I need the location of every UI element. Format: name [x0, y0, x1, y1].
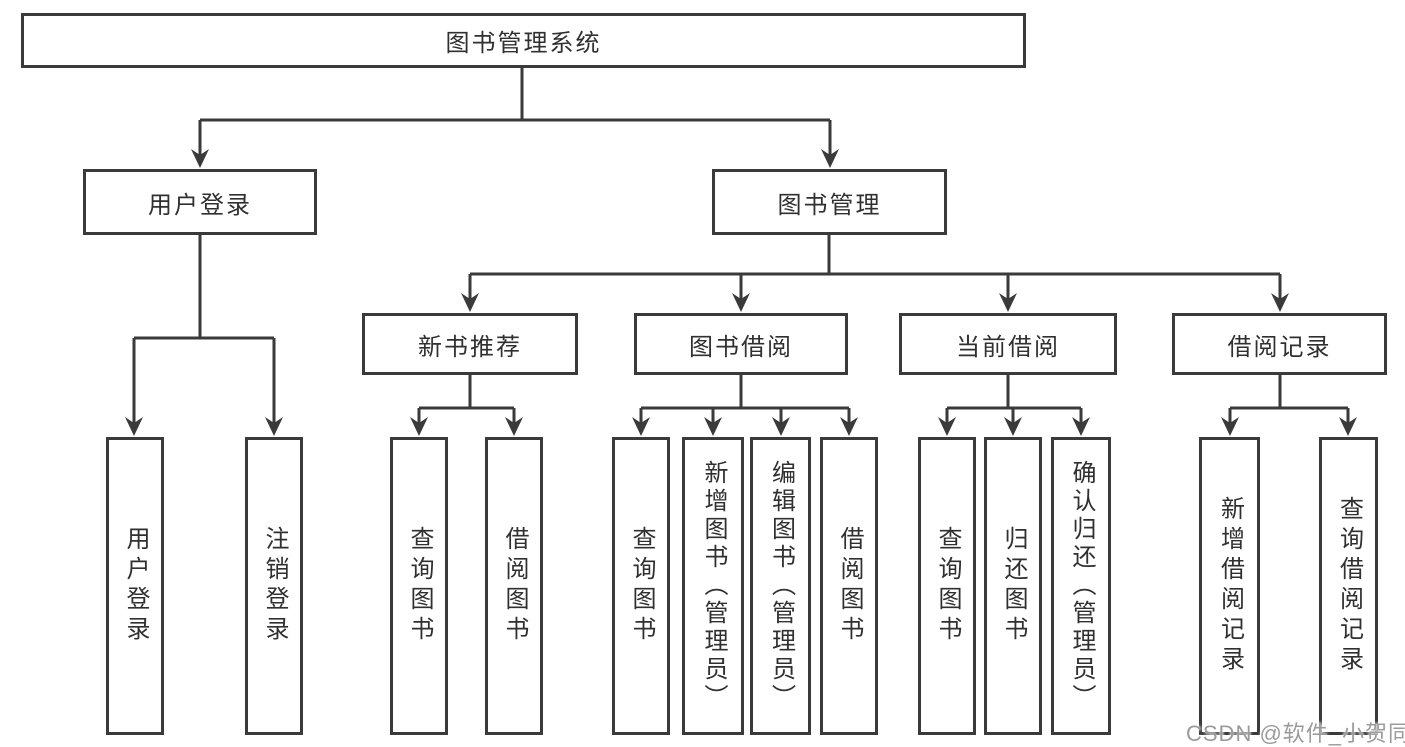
- node-book-borrow: 图书借阅: [634, 313, 848, 375]
- leaf-edit-books-label: 编辑图书（管理员）: [767, 460, 795, 712]
- node-current-borrow-label: 当前借阅: [956, 333, 1060, 361]
- leaf-logout-label: 注销登录: [261, 526, 288, 646]
- leaf-logout: 注销登录: [245, 437, 303, 735]
- node-borrow-records: 借阅记录: [1172, 313, 1387, 375]
- leaf-return-books-label: 归还图书: [1000, 526, 1027, 646]
- leaf-query-borrow-record: 查询借阅记录: [1319, 437, 1378, 735]
- leaf-query-books-2-label: 查询图书: [628, 526, 655, 646]
- csdn-watermark: CSDN @软件_小贺同学: [1186, 721, 1405, 746]
- leaf-return-books: 归还图书: [984, 437, 1042, 735]
- node-new-book-recommend-label: 新书推荐: [418, 333, 522, 361]
- leaf-query-books-3-label: 查询图书: [934, 526, 961, 646]
- arrowheads: [125, 149, 1357, 436]
- leaf-user-login-label: 用户登录: [122, 526, 149, 646]
- leaf-borrow-books-2-label: 借阅图书: [836, 526, 863, 646]
- node-user-login-label: 用户登录: [148, 191, 252, 219]
- leaf-add-borrow-record: 新增借阅记录: [1199, 437, 1260, 735]
- node-new-book-recommend: 新书推荐: [362, 313, 578, 375]
- node-library-system-label: 图书管理系统: [445, 30, 602, 57]
- node-book-management-label: 图书管理: [777, 191, 882, 219]
- leaf-query-books-1-label: 查询图书: [406, 526, 433, 646]
- leaf-borrow-books-2: 借阅图书: [820, 437, 878, 735]
- leaf-add-borrow-record-label: 新增借阅记录: [1216, 496, 1244, 676]
- leaf-confirm-return-label: 确认归还（管理员）: [1068, 460, 1095, 712]
- leaf-confirm-return: 确认归还（管理员）: [1051, 437, 1111, 735]
- leaf-add-books: 新增图书（管理员）: [682, 437, 744, 735]
- leaf-query-books-1: 查询图书: [390, 437, 448, 735]
- node-user-login: 用户登录: [83, 169, 317, 235]
- leaf-edit-books: 编辑图书（管理员）: [750, 437, 811, 735]
- leaf-borrow-books-1: 借阅图书: [485, 437, 543, 735]
- node-library-system: 图书管理系统: [21, 13, 1026, 68]
- leaf-query-borrow-record-label: 查询借阅记录: [1335, 496, 1363, 676]
- leaf-user-login: 用户登录: [106, 437, 164, 735]
- leaf-query-books-3: 查询图书: [918, 437, 976, 735]
- node-current-borrow: 当前借阅: [899, 313, 1117, 375]
- node-book-borrow-label: 图书借阅: [689, 333, 793, 361]
- leaf-add-books-label: 新增图书（管理员）: [700, 460, 727, 712]
- node-borrow-records-label: 借阅记录: [1227, 333, 1332, 361]
- node-book-management: 图书管理: [712, 169, 947, 235]
- leaf-borrow-books-1-label: 借阅图书: [501, 526, 528, 646]
- leaf-query-books-2: 查询图书: [612, 437, 670, 735]
